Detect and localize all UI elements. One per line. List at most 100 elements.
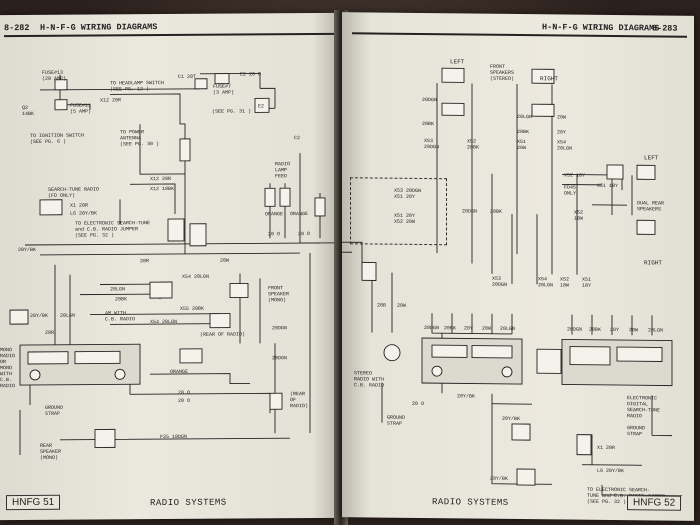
x52-b-label: X52 18W xyxy=(560,276,570,289)
front-speakers-label: FRONT SPEAKERS (STEREO) xyxy=(490,63,515,82)
row2-20w-label: 20W xyxy=(629,327,639,334)
ground-strap-label: GROUND STRAP xyxy=(45,404,64,417)
x55-20bk-label: X55 20BK xyxy=(180,305,205,312)
20y-bk-b-label: 20Y/BK xyxy=(30,312,49,319)
left-rear-speaker-label: LEFT xyxy=(644,154,659,162)
x51-18y-label: X51 18Y xyxy=(597,182,619,190)
orange-3-label: ORANGE xyxy=(170,368,189,375)
right-page: H-N-F-G WIRING DIAGRAMS 8-283 xyxy=(342,12,694,521)
20r-label: 20R xyxy=(140,258,150,265)
row2-20bk-label: 20BK xyxy=(589,326,602,333)
left-front-speaker-label: LEFT xyxy=(450,58,465,66)
connector-box-2-label: X51 20Y X52 20W xyxy=(394,212,416,225)
to-power-antenna-label: TO POWER ANTENNA (SEE PG. 30 ) xyxy=(120,129,160,148)
20y-bk-b-label: 20Y/BK xyxy=(502,415,521,423)
row2-20lgn-label: 20LGN xyxy=(648,327,664,334)
20lgn-b-label: 20LGN xyxy=(60,312,76,319)
fuse11-label: FUSE#11 (5 AMP) xyxy=(70,102,92,115)
20o-label: 20 O xyxy=(412,400,425,408)
x53-label: X53 20DGN xyxy=(424,138,440,151)
fd45-only-label: FD45 ONLY xyxy=(564,184,577,197)
20dgn-label: 20DGN xyxy=(422,96,438,104)
x1-20r-label: X1 20R xyxy=(70,202,89,209)
e2-20o-label: E2 20 O xyxy=(240,71,262,78)
x54-20lgn-label: X54 20LGN xyxy=(182,273,210,280)
20y-bk-c-label: 20Y/BK xyxy=(490,475,509,482)
mono-radio-label: MONO RADIO OR MONO WITH C.B. RADIO xyxy=(0,347,16,390)
20bk-r-label: 20BK xyxy=(490,208,503,215)
20dgn-r-label: 20DGN xyxy=(462,208,478,215)
l6-20y-label: L6 20Y/BK xyxy=(597,467,625,475)
row2-20y-label: 20Y xyxy=(610,326,620,334)
row2-20dgn-label: 20DGN xyxy=(567,326,583,333)
orange-2-label: ORANGE xyxy=(290,211,309,218)
x1-20r-label: X1 20R xyxy=(597,444,616,452)
connector-box-1-label: X53 20DGN X51 20Y xyxy=(394,187,422,200)
row-20w-label: 20W xyxy=(482,325,492,332)
to-electronic-label: TO ELECTRONIC SEARCH-TUNE and C.B. RADIO… xyxy=(75,220,151,239)
x54-label: X54 20LGN xyxy=(557,139,573,152)
e2-label: E2 xyxy=(258,103,265,110)
20w-left-label: 20W xyxy=(397,302,407,309)
20w-label: 20W xyxy=(557,114,567,121)
x12-20r-label: X12 20R xyxy=(100,97,122,104)
20r-b-label: 20R xyxy=(45,329,55,336)
left-footer-box: HNFG 51 xyxy=(6,494,61,511)
20o-d-label: 20 O xyxy=(178,397,191,404)
left-page: 8-282 H-N-F-G WIRING DIAGRAMS xyxy=(0,12,340,521)
20bk-label: 20BK xyxy=(422,120,435,128)
row-20dgn-label: 20DGN xyxy=(424,325,440,332)
20lgn-label: 20LGN xyxy=(110,286,126,293)
right-rear-speaker-label: RIGHT xyxy=(644,259,663,267)
right-front-speaker-label: RIGHT xyxy=(540,75,559,83)
electronic-radio-label: ELECTRONIC DIGITAL SEARCH-TUNE RADIO xyxy=(627,395,661,420)
search-tune-label: SEARCH-TUNE RADIO (FD ONLY) xyxy=(48,186,100,199)
q2-label: Q2 14BK xyxy=(22,104,35,118)
f25-18dgn-label: F25 18DGN xyxy=(160,433,188,441)
rear-of-radio-2-label: (REAR OF RADIO) xyxy=(290,391,309,410)
x54-b-label: X54 20LGN xyxy=(538,276,554,289)
row-20lgn-label: 20LGN xyxy=(500,325,516,332)
right-footer-box: HNFG 52 xyxy=(627,495,682,511)
fuse7-label: FUSE#7 (3 AMP) xyxy=(213,83,235,96)
20lgn-label: 20LGN xyxy=(517,113,533,121)
x53-b-label: X53 20DGN xyxy=(492,275,508,288)
to-headlamp-label: TO HEADLAMP SWITCH (SEE PG. 12 ) xyxy=(110,80,165,93)
dual-rear-speakers-label: DUAL REAR SPEAKERS xyxy=(637,200,665,213)
rear-of-radio-label: (REAR OF RADIO) xyxy=(200,331,246,338)
x51-label: X51 20W xyxy=(517,138,527,152)
x51-b-label: X51 18Y xyxy=(582,276,592,289)
20dgn-label: 20DGN xyxy=(272,325,288,332)
rear-speaker-label: REAR SPEAKER (MONO) xyxy=(40,442,62,461)
right-wiring-diagram xyxy=(342,67,682,497)
see-pg-31-label: (SEE PG. 31 ) xyxy=(212,108,252,115)
left-wiring-diagram xyxy=(9,72,340,456)
to-ignition-label: TO IGNITION SWITCH (SEE PG. 6 ) xyxy=(30,132,85,145)
row-20y-label: 20Y xyxy=(464,325,474,332)
20bk-label: 20BK xyxy=(115,296,128,303)
x54-20lgn-b-label: X54 20LGN xyxy=(150,318,178,326)
20o-b-label: 20 O xyxy=(298,231,311,238)
stereo-radio-label: STEREO RADIO WITH C.B. RADIO xyxy=(354,370,385,389)
am-with-cb-label: AM WITH C.B. RADIO xyxy=(105,310,136,323)
radio-lamp-feed-label: RADIO LAMP FEED xyxy=(275,161,291,180)
x12-18bk-label: X12 18BK xyxy=(150,185,175,193)
x12-20r-b-label: X12 20R xyxy=(150,175,172,183)
front-speaker-label: FRONT SPEAKER (MONO) xyxy=(268,285,290,304)
20o-c-label: 20 O xyxy=(178,389,191,396)
20bk-b-label: 20BK xyxy=(517,128,530,136)
c1-20t-label: C1 20T xyxy=(178,73,197,80)
20y-bk-label: 20Y/BK xyxy=(457,393,476,400)
x52-18w-label: X52 18W xyxy=(574,209,584,222)
right-footer-title: RADIO SYSTEMS xyxy=(432,497,509,508)
x52-label: X52 20BK xyxy=(467,138,480,151)
left-footer-title: RADIO SYSTEMS xyxy=(150,497,227,509)
fuse13-label: FUSE#13 (20 AMP) xyxy=(42,69,67,82)
c2-label: C2 xyxy=(294,135,301,142)
row-20bk-label: 20BK xyxy=(444,325,457,332)
l6-20y-label: L6 20Y/BK xyxy=(70,210,98,217)
ground-strap-label: GROUND STRAP xyxy=(387,414,406,427)
x52-18y-label: X52 18Y xyxy=(564,172,586,179)
ground-strap-2-label: GROUND STRAP xyxy=(627,425,646,438)
